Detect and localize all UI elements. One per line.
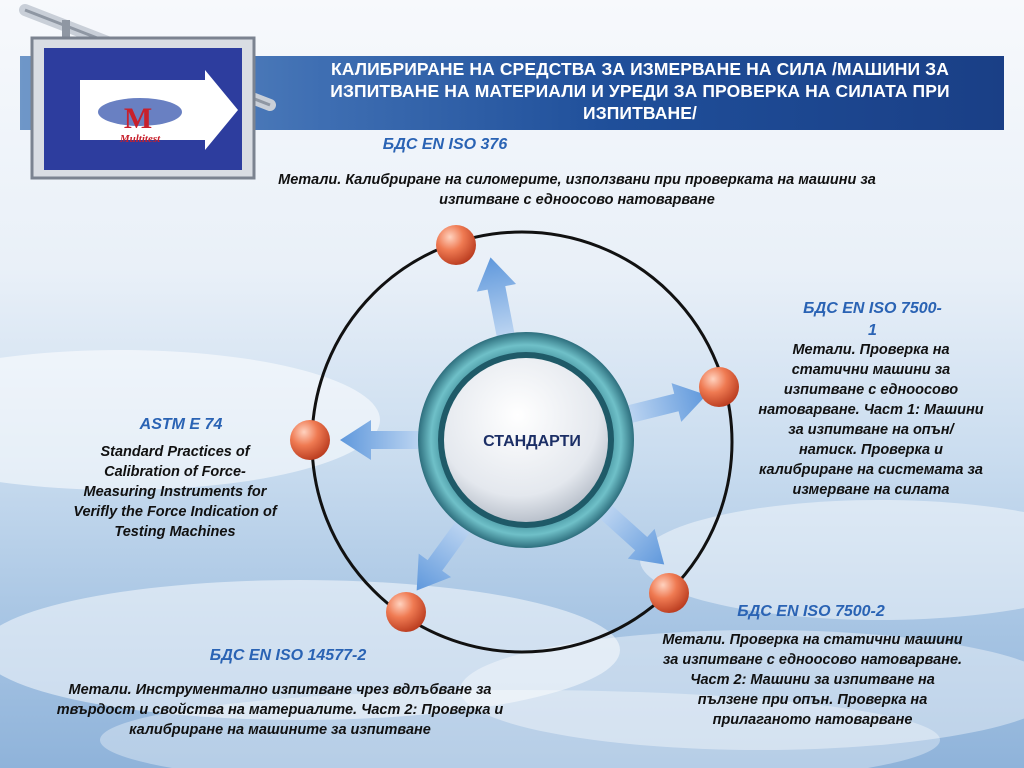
iso7500-1-heading: БДС EN ISO 7500-1	[803, 300, 942, 339]
iso7500-2-heading: БДС EN ISO 7500-2	[737, 603, 885, 620]
astm-e74-description: Standard Practices of Calibration of For…	[73, 444, 277, 540]
iso7500-2-description: Метали. Проверка на статични машини за и…	[662, 632, 963, 728]
page-title: КАЛИБРИРАНЕ НА СРЕДСТВА ЗА ИЗМЕРВАНЕ НА …	[330, 59, 950, 123]
iso7500-1-description: Метали. Проверка на статични машини за и…	[758, 342, 984, 498]
center-disc	[444, 358, 608, 522]
iso376-heading: БДС EN ISO 376	[382, 136, 508, 153]
iso14577-2-heading: БДС EN ISO 14577-2	[209, 647, 367, 664]
center-label: СТАНДАРТИ	[483, 433, 581, 450]
node-left	[290, 420, 330, 460]
node-right	[699, 367, 739, 407]
arrow-left	[340, 420, 456, 460]
node-top	[436, 225, 476, 265]
astm-e74-heading: ASTM E 74	[139, 416, 223, 433]
multitest-logo-sign: M Multitest	[19, 4, 276, 180]
svg-text:M: M	[124, 102, 152, 135]
logo-text: Multitest	[119, 133, 161, 145]
node-bottom-right	[649, 573, 689, 613]
iso14577-2-description: Метали. Инструментално изпитване чрез вд…	[56, 682, 504, 738]
iso376-description: Метали. Калибриране на силомерите, изпол…	[278, 172, 876, 208]
node-bottom-left	[386, 592, 426, 632]
